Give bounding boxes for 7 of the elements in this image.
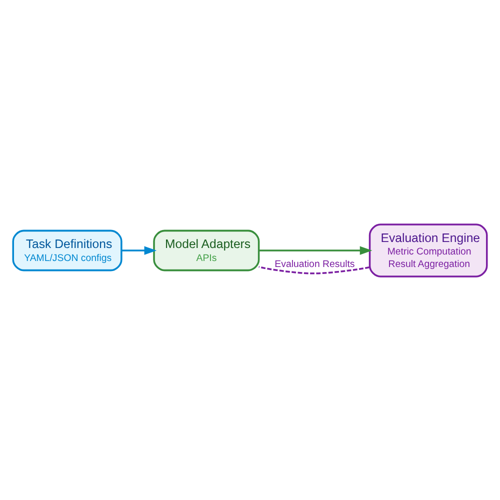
edge-label: Evaluation Results	[274, 258, 355, 270]
node-box: Task Definitions YAML/JSON configs	[12, 229, 122, 271]
arrow	[258, 246, 372, 254]
connector	[258, 266, 370, 274]
node-box: Evaluation Engine Metric Computation Result Aggregation	[368, 223, 488, 277]
node-box: Model Adapters APIs	[153, 229, 260, 271]
arrow	[122, 246, 157, 254]
